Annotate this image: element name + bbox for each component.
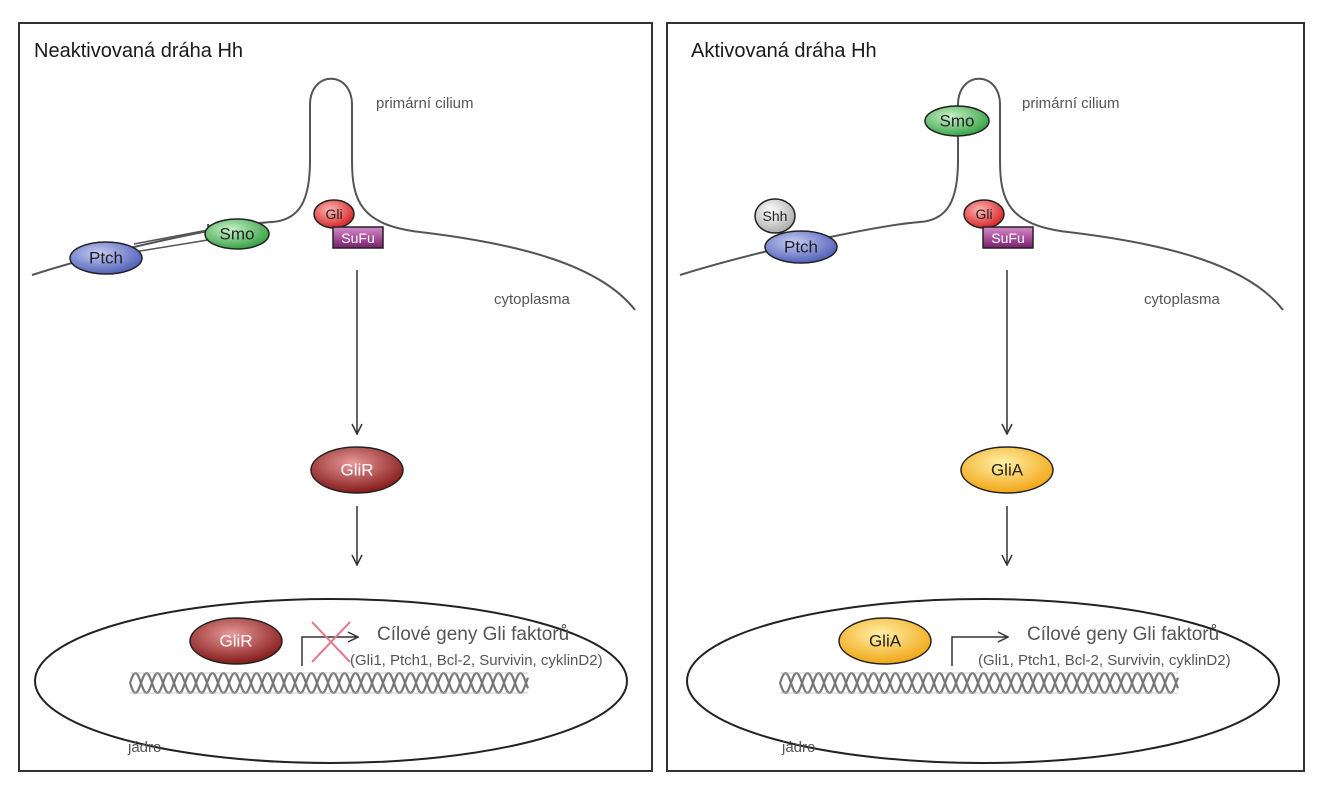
- panel-frame: [666, 22, 1305, 772]
- dna-strand: [778, 672, 1180, 694]
- ptch-label: Ptch: [89, 249, 123, 268]
- glir-nucleus-label: GliR: [219, 632, 252, 651]
- inhibition-line: [133, 239, 209, 253]
- gli-sufu-complex: Gli SuFu: [963, 199, 1034, 249]
- smo-label: Smo: [220, 225, 255, 244]
- glia-nucleus-protein: GliA: [838, 617, 932, 665]
- glir-protein: GliR: [310, 446, 404, 494]
- nucleus: [34, 598, 628, 764]
- panel-title: Neaktivovaná dráha Hh: [34, 40, 243, 62]
- shh-label: Shh: [763, 208, 788, 224]
- cytoplasm-label: cytoplasma: [1144, 291, 1221, 308]
- smo-receptor: Smo: [924, 105, 990, 137]
- nucleus-label: jádro: [781, 739, 815, 756]
- ptch-receptor: Ptch: [764, 230, 838, 264]
- target-genes-title: Cílové geny Gli faktorů: [1027, 624, 1219, 645]
- gli-label: Gli: [325, 206, 342, 222]
- transcription-arrow: [301, 637, 358, 666]
- target-genes-list: (Gli1, Ptch1, Bcl-2, Survivin, cyklinD2): [350, 652, 603, 669]
- gli-sufu-complex: Gli SuFu: [313, 199, 384, 249]
- glia-label: GliA: [991, 461, 1024, 480]
- panel-active: Aktivovaná dráha Hh primární cilium cyto…: [666, 22, 1305, 772]
- sufu-label: SuFu: [991, 230, 1024, 246]
- transcription-arrow: [951, 637, 1008, 666]
- gli-label: Gli: [975, 206, 992, 222]
- cell-membrane: [679, 77, 1284, 311]
- cilium-label: primární cilium: [376, 95, 474, 112]
- dna-helix: [778, 672, 1180, 694]
- sufu-label: SuFu: [341, 230, 374, 246]
- glia-protein: GliA: [960, 446, 1054, 494]
- dna-backbone: [780, 672, 1178, 694]
- glir-nucleus-protein: GliR: [189, 617, 283, 665]
- panel-title: Aktivovaná dráha Hh: [691, 40, 877, 62]
- cytoplasm-label: cytoplasma: [494, 291, 571, 308]
- target-genes-title: Cílové geny Gli faktorů: [377, 624, 569, 645]
- ptch-receptor: Ptch: [69, 241, 143, 275]
- panel-inactive: Neaktivovaná dráha Hh primární cilium cy…: [18, 22, 653, 772]
- transcription-block-cross: [311, 621, 351, 663]
- target-genes-list: (Gli1, Ptch1, Bcl-2, Survivin, cyklinD2): [978, 652, 1231, 669]
- shh-ligand: Shh: [754, 198, 796, 234]
- dna-helix: [128, 672, 530, 694]
- glir-label: GliR: [340, 461, 373, 480]
- inhibition-line: [133, 229, 209, 245]
- smo-receptor: Smo: [204, 218, 270, 250]
- dna-backbone: [130, 672, 528, 694]
- dna-strand: [128, 672, 530, 694]
- nucleus: [686, 598, 1280, 764]
- cilium-label: primární cilium: [1022, 95, 1120, 112]
- smo-label: Smo: [940, 112, 975, 131]
- nucleus-label: jádro: [127, 739, 161, 756]
- glia-nucleus-label: GliA: [869, 632, 902, 651]
- ptch-label: Ptch: [784, 238, 818, 257]
